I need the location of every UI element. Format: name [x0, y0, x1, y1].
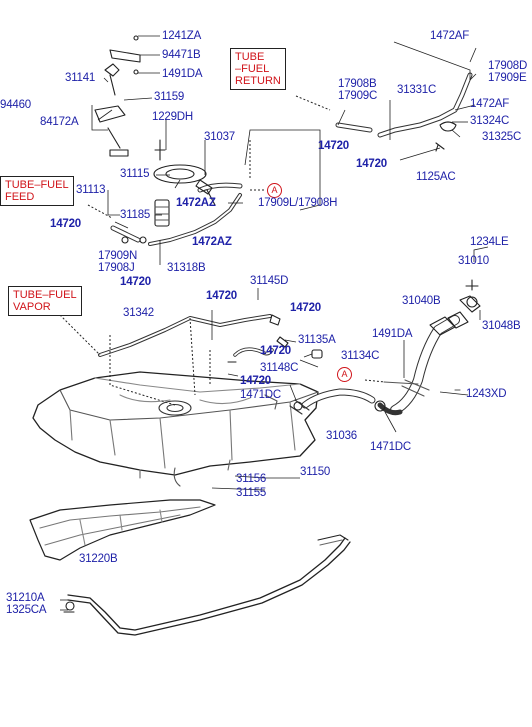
label-94460: 94460	[0, 99, 31, 111]
label-1472af-top: 1472AF	[430, 30, 470, 42]
label-31135a: 31135A	[298, 334, 336, 346]
label-1243xd: 1243XD	[466, 388, 507, 400]
label-14720-r1: 14720	[318, 140, 349, 152]
label-1125ac: 1125AC	[416, 171, 456, 183]
label-31331c: 31331C	[397, 84, 437, 96]
label-1325ca: 1325CA	[6, 604, 47, 616]
label-31141: 31141	[65, 72, 96, 84]
label-31159: 31159	[154, 91, 185, 103]
label-1471dc-a: 1471DC	[240, 389, 281, 401]
label-14720-feed: 14720	[50, 218, 81, 230]
label-31037: 31037	[204, 131, 235, 143]
label-17909e: 17909E	[488, 72, 527, 84]
label-94471b: 94471B	[162, 49, 201, 61]
pump-plate	[109, 49, 141, 63]
fuel-tank	[32, 371, 319, 476]
label-31185: 31185	[120, 209, 151, 221]
label-31156: 31156	[236, 473, 267, 485]
label-17909n: 17909N	[98, 250, 138, 262]
tag-tube-fuel-vapor: TUBE–FUEL VAPOR	[8, 286, 82, 316]
label-1491da-top: 1491DA	[162, 68, 203, 80]
label-31155: 31155	[236, 487, 267, 499]
label-31210a: 31210A	[6, 592, 45, 604]
label-17909c: 17909C	[338, 90, 378, 102]
label-31342: 31342	[123, 307, 154, 319]
tank-strap	[67, 537, 346, 631]
label-31220b: 31220B	[79, 553, 118, 565]
label-84172a: 84172A	[40, 116, 79, 128]
label-1241za: 1241ZA	[162, 30, 202, 42]
tag-tube-fuel-return: TUBE –FUEL RETURN	[230, 48, 286, 90]
label-1234le: 1234LE	[470, 236, 509, 248]
label-31115: 31115	[120, 168, 150, 180]
label-31145d: 31145D	[250, 275, 289, 287]
label-31148c: 31148C	[260, 362, 299, 374]
label-31113: 31113	[76, 184, 106, 196]
label-31036: 31036	[326, 430, 357, 442]
label-17908d: 17908D	[488, 60, 528, 72]
label-14720-v1: 14720	[206, 290, 237, 302]
label-31134c: 31134C	[341, 350, 380, 362]
label-14720-v4: 14720	[240, 375, 271, 387]
label-1472az-a: 1472AZ	[176, 197, 216, 209]
label-31010: 31010	[458, 255, 489, 267]
label-1472az-b: 1472AZ	[192, 236, 232, 248]
label-1491da-mid: 1491DA	[372, 328, 413, 340]
label-17908j: 17908J	[98, 262, 135, 274]
label-31325c: 31325C	[482, 131, 522, 143]
label-14720-c: 14720	[120, 276, 151, 288]
heat-shield	[29, 499, 216, 561]
tag-tube-fuel-feed: TUBE–FUEL FEED	[0, 176, 74, 206]
label-14720-v3: 14720	[260, 345, 291, 357]
callout-a-upper: A	[267, 183, 282, 198]
label-31318b: 31318B	[167, 262, 206, 274]
label-31040b: 31040B	[402, 295, 441, 307]
label-1472af-mid: 1472AF	[470, 98, 510, 110]
label-31048b: 31048B	[482, 320, 521, 332]
label-1229dh: 1229DH	[152, 111, 193, 123]
label-14720-r2: 14720	[356, 158, 387, 170]
callout-a-lower: A	[337, 367, 352, 382]
label-31324c: 31324C	[470, 115, 510, 127]
label-31150: 31150	[300, 466, 331, 478]
label-1471dc-b: 1471DC	[370, 441, 411, 453]
label-17908b: 17908B	[338, 78, 377, 90]
label-17909l-17908h: 17909L/17908H	[258, 197, 338, 209]
label-14720-v2: 14720	[290, 302, 321, 314]
